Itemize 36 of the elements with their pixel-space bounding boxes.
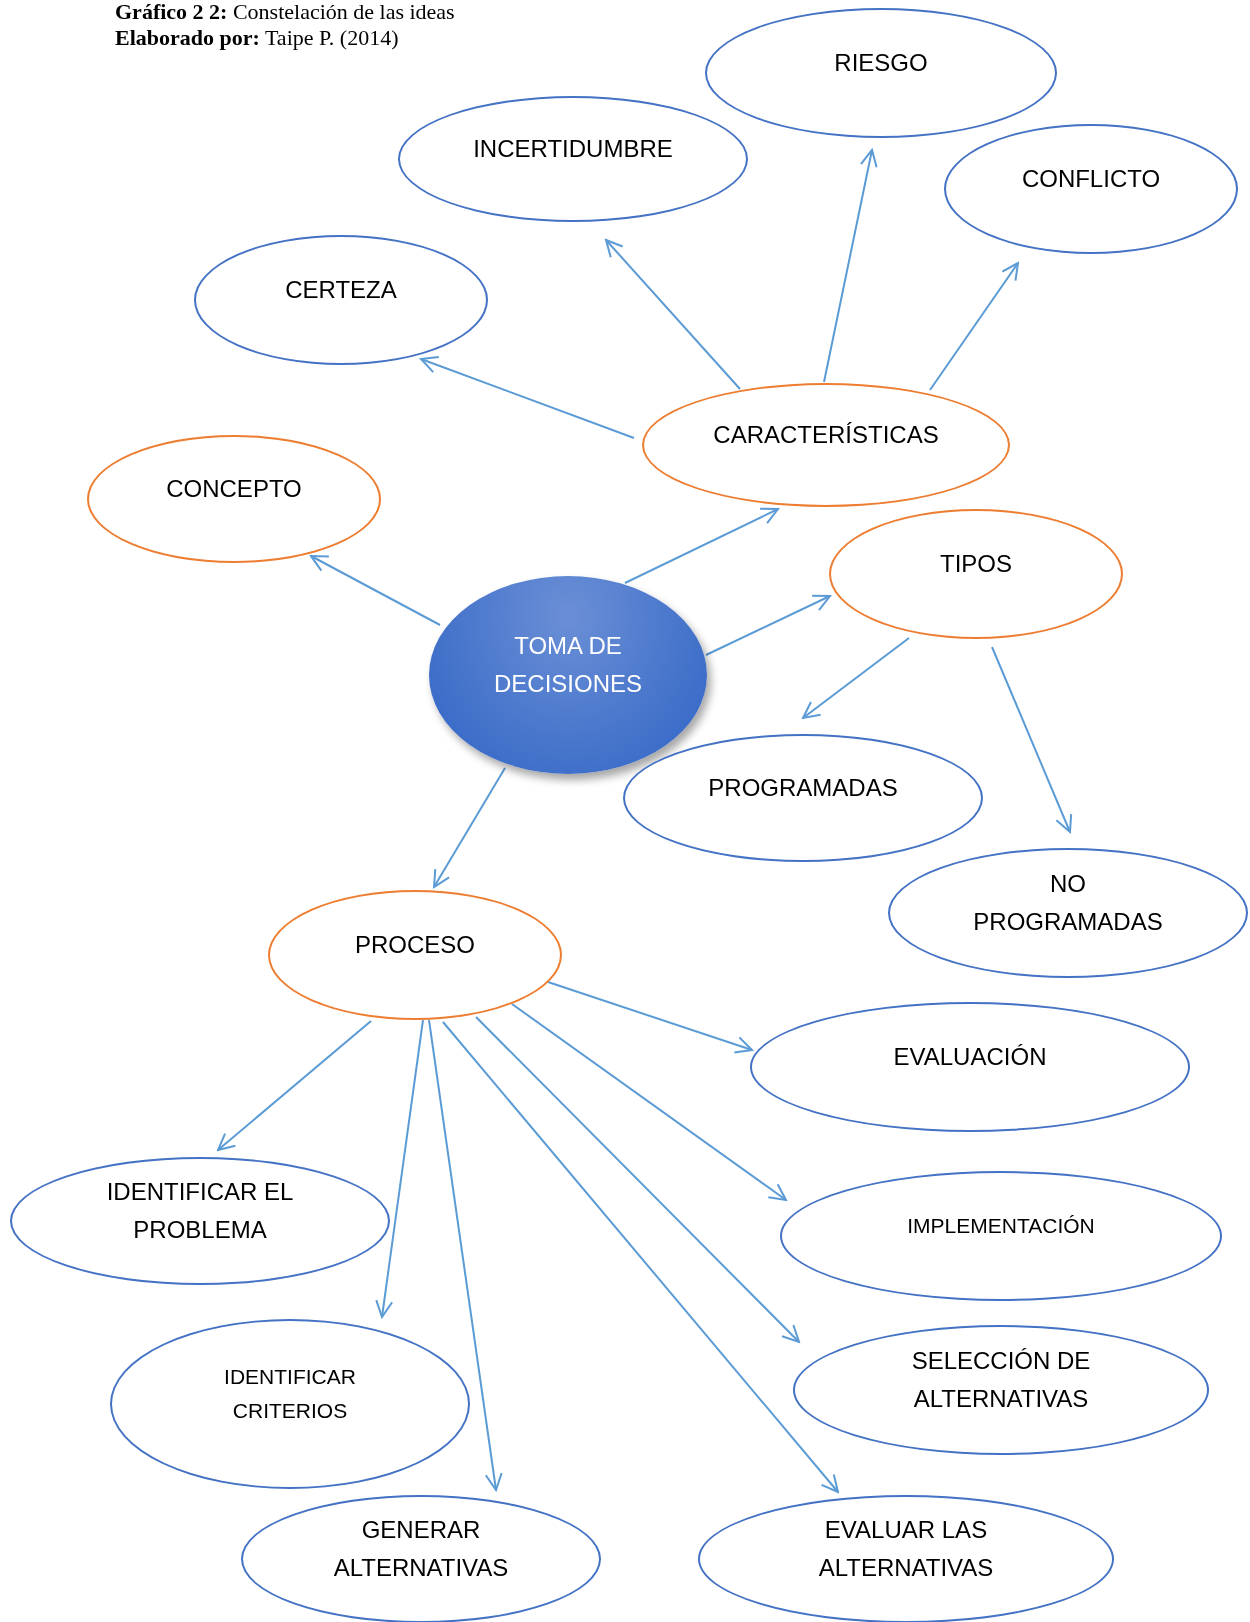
node-label: CONCEPTO xyxy=(166,473,302,504)
node-label: INCERTIDUMBRE xyxy=(473,133,673,164)
arrow xyxy=(420,356,635,439)
node-label: SELECCIÓN DE ALTERNATIVAS xyxy=(910,1345,1092,1414)
node-label: PROGRAMADAS xyxy=(708,772,898,803)
arrow xyxy=(802,637,910,719)
arrow xyxy=(624,507,779,584)
caption-text: Gráfico 2 2: Constelación de las ideas xyxy=(115,0,455,24)
node-label: CARACTERÍSTICAS xyxy=(713,419,939,450)
arrow xyxy=(428,1019,503,1491)
arrow xyxy=(929,262,1019,391)
node-label: TIPOS xyxy=(940,548,1012,579)
arrow xyxy=(605,239,741,390)
arrow xyxy=(217,1020,372,1151)
node-label: GENERAR ALTERNATIVAS xyxy=(332,1514,510,1583)
node-label: NO PROGRAMADAS xyxy=(972,868,1164,937)
node-label: TOMA DE DECISIONES xyxy=(493,630,643,699)
node-label: EVALUACIÓN xyxy=(893,1041,1047,1072)
arrow xyxy=(547,981,753,1054)
node-label: EVALUAR LAS ALTERNATIVAS xyxy=(817,1514,995,1583)
node-label: RIESGO xyxy=(834,47,928,78)
arrow xyxy=(705,594,831,656)
node-label: CONFLICTO xyxy=(1021,163,1161,194)
node-label: PROCESO xyxy=(355,929,475,960)
node-label: IDENTIFICAR EL PROBLEMA xyxy=(105,1176,295,1245)
arrow xyxy=(511,1003,787,1201)
node-label: IDENTIFICAR CRITERIOS xyxy=(223,1364,357,1424)
arrow xyxy=(823,149,878,383)
node-label: IMPLEMENTACIÓN xyxy=(907,1213,1095,1240)
arrow xyxy=(442,1021,839,1493)
caption-text: Elaborado por: Taipe P. (2014) xyxy=(115,26,399,50)
arrow xyxy=(375,1019,424,1318)
arrow xyxy=(991,646,1073,833)
arrow xyxy=(433,767,506,888)
arrow xyxy=(310,555,441,626)
node-label: CERTEZA xyxy=(285,274,397,305)
